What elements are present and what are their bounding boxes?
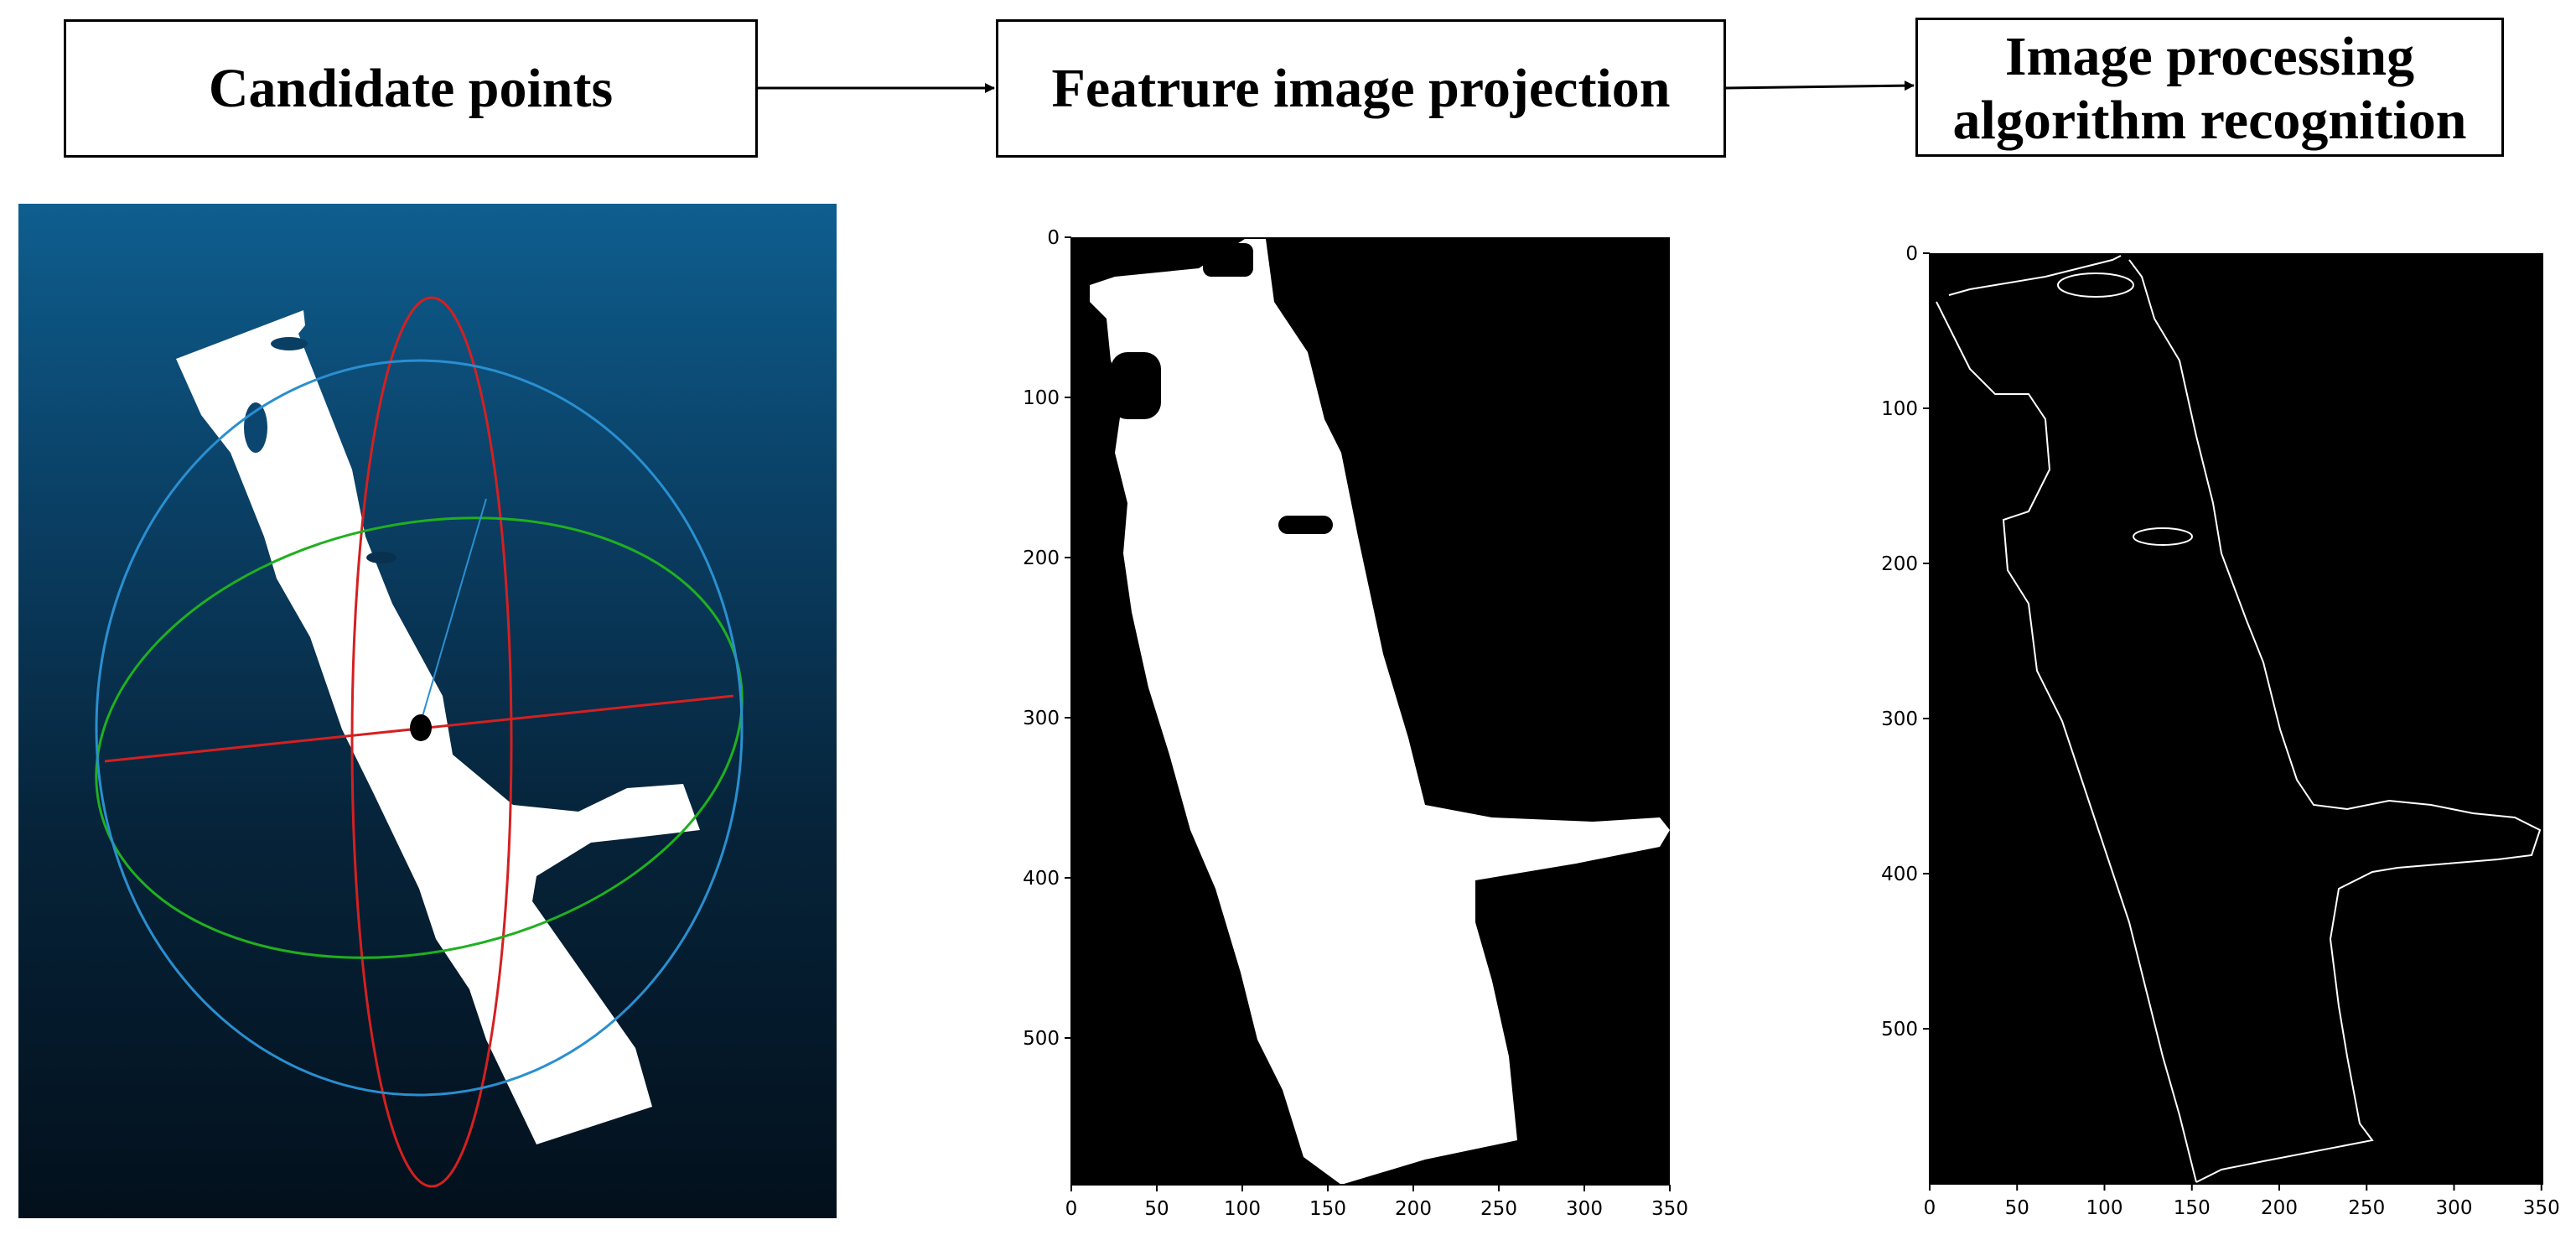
recognition-contour-hole — [2133, 527, 2193, 546]
recognition-edge-left — [1948, 255, 2122, 296]
gimbal-blue-axis — [418, 498, 487, 729]
recognition-y-tick-group: 0 100 200 300 400 500 — [1881, 243, 1930, 1040]
recognition-contour-hole — [2057, 272, 2134, 298]
recognition-x-tick-group: 0 50 100 150 200 250 300 350 — [1924, 1184, 2560, 1219]
recognition-y-tick-label: 200 — [1881, 553, 1918, 575]
recognition-x-tick-label: 250 — [2348, 1197, 2385, 1219]
recognition-y-tick-label: 500 — [1881, 1019, 1918, 1040]
projection-y-tick-label: 400 — [1023, 868, 1060, 890]
step-label-feature-image-projection: Featrure image projection — [1051, 57, 1671, 119]
recognition-edge-left — [1936, 301, 2197, 1183]
corridor-hole — [271, 337, 308, 350]
recognition-y-tick-label: 300 — [1881, 708, 1918, 730]
projection-x-tick-label: 300 — [1566, 1198, 1603, 1220]
gimbal-red-ring — [350, 296, 513, 1188]
projection-x-tick-label: 50 — [1144, 1198, 1169, 1220]
gimbal-blue-ring — [95, 359, 744, 1097]
recognition-x-tick-label: 200 — [2261, 1197, 2298, 1219]
step-candidate-points: Candidate points — [64, 19, 758, 158]
projection-x-tick-label: 250 — [1480, 1198, 1517, 1220]
recognition-image-frame — [1930, 253, 2543, 1184]
recognition-y-tick-label: 0 — [1905, 243, 1918, 265]
recognition-x-tick-label: 100 — [2086, 1197, 2123, 1219]
projection-y-tick-label: 100 — [1023, 387, 1060, 409]
projection-y-tick-label: 500 — [1023, 1028, 1060, 1050]
projection-y-tick-label: 300 — [1023, 708, 1060, 729]
projection-hole — [1111, 352, 1161, 419]
projection-y-tick-label: 200 — [1023, 547, 1060, 569]
arrow-2-to-3 — [1725, 80, 1915, 91]
step-label-image-processing-recognition: Image processing algorithm recognition — [1952, 26, 2467, 151]
projection-x-tick-label: 0 — [1065, 1198, 1078, 1220]
center-marker — [410, 714, 432, 741]
projection-x-tick-label: 350 — [1651, 1198, 1688, 1220]
projection-hole — [1278, 516, 1333, 534]
recognition-x-tick-label: 50 — [2005, 1197, 2029, 1219]
projection-x-tick-label: 150 — [1309, 1198, 1346, 1220]
projection-image-frame — [1071, 237, 1670, 1185]
projection-y-tick-label: 0 — [1047, 227, 1060, 249]
projection-x-tick-group: 0 50 100 150 200 250 300 350 — [1065, 1185, 1688, 1220]
projection-x-tick-label: 100 — [1224, 1198, 1261, 1220]
point-cloud-view — [18, 204, 837, 1218]
step-feature-image-projection: Featrure image projection — [996, 19, 1726, 158]
recognition-x-tick-label: 150 — [2174, 1197, 2211, 1219]
recognition-x-tick-label: 350 — [2523, 1197, 2560, 1219]
recognition-x-tick-label: 300 — [2436, 1197, 2473, 1219]
step-label-candidate-points: Candidate points — [208, 57, 614, 119]
projection-hole — [1203, 243, 1253, 277]
recognition-x-tick-label: 0 — [1924, 1197, 1936, 1219]
step-image-processing-recognition: Image processing algorithm recognition — [1915, 18, 2504, 157]
projection-x-tick-label: 200 — [1395, 1198, 1432, 1220]
recognition-edge-right — [2128, 259, 2542, 1183]
projection-corridor — [1090, 239, 1670, 1185]
recognition-y-tick-label: 400 — [1881, 864, 1918, 885]
corridor-hole — [366, 552, 397, 563]
projection-y-tick-group: 0 100 200 300 400 500 — [1023, 227, 1071, 1050]
flow-arrows — [758, 80, 1915, 93]
recognition-y-tick-label: 100 — [1881, 398, 1918, 420]
point-cloud-drawing — [95, 296, 744, 1188]
